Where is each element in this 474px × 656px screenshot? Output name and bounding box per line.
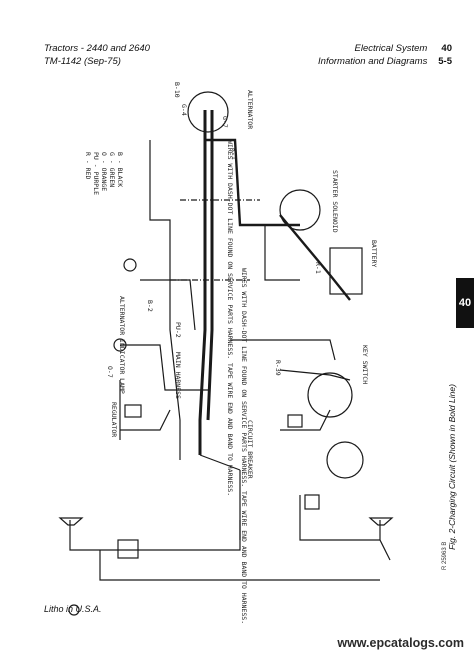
regulator-label: REGULATOR: [110, 402, 118, 437]
watermark: www.epcatalogs.com: [337, 636, 464, 650]
wire-label: B-10: [173, 82, 181, 98]
legend-item: G - GREEN: [108, 152, 116, 187]
light-switch-symbol: [326, 441, 364, 479]
ground-symbol: [68, 604, 80, 616]
wire-label: B-2: [146, 300, 154, 312]
note-upper-label: WIRES WITH DASH-DOT LINE FOUND ON SERVIC…: [226, 140, 234, 496]
header-right: Electrical System 40 Information and Dia…: [318, 42, 452, 68]
charging-wire-battery: [205, 138, 300, 227]
charging-wire-secondary: [206, 110, 214, 421]
doc-code: TM-1142 (Sep-75): [44, 56, 121, 67]
fuse-symbol: [304, 494, 320, 510]
left-lamp-connector: [117, 539, 139, 559]
alternator-symbol: [187, 91, 229, 133]
figure-caption: Fig. 2-Charging Circuit (Shown in Bold L…: [447, 384, 457, 550]
starter-solenoid-symbol: [279, 189, 321, 231]
section-tab: 40: [456, 278, 474, 328]
doc-title: Tractors - 2440 and 2640: [44, 43, 150, 54]
starter-solenoid-label: STARTER SOLENOID: [331, 170, 339, 233]
legend-item: B - BLACK: [116, 152, 124, 187]
wire-label: G-4: [180, 104, 188, 116]
battery-label: BATTERY: [370, 240, 378, 267]
charging-wire-main: [198, 110, 207, 455]
section-number: 40: [441, 43, 452, 54]
legend-item: O - ORANGE: [100, 152, 108, 191]
wire-label: R-39: [274, 360, 282, 376]
footer-litho: Litho in U.S.A.: [44, 604, 102, 614]
key-switch-label: KEY SWITCH: [361, 345, 369, 384]
circuit-breaker-label: CIRCUIT BREAKER: [246, 420, 254, 479]
regulator-symbol: [124, 404, 142, 418]
alternator-label: ALTERNATOR: [246, 90, 254, 129]
figure-reference: R 25963 B: [442, 541, 448, 570]
indicator-lamp-symbol: [113, 338, 127, 352]
battery-symbol: [329, 247, 363, 295]
circuit-breaker-symbol: [287, 414, 303, 428]
wire-label: PU-2: [174, 322, 182, 338]
main-harness-label: MAIN HARNESS: [174, 352, 182, 399]
header-left: Tractors - 2440 and 2640 TM-1142 (Sep-75…: [44, 42, 150, 68]
right-lamp-symbol: [368, 517, 394, 526]
color-legend: B - BLACK G - GREEN O - ORANGE PU - PURP…: [84, 152, 124, 195]
indicator-lamp-label: ALTERNATOR INDICATOR LAMP: [118, 296, 126, 394]
wire-label: O-7: [106, 366, 114, 378]
legend-item: PU - PURPLE: [92, 152, 100, 195]
key-switch-symbol: [307, 372, 353, 418]
connector-symbol: [123, 258, 137, 272]
section-title: Electrical System: [354, 43, 428, 54]
note-lower-label: WIRES WITH DASH-DOT LINE FOUND ON SERVIC…: [240, 268, 248, 624]
wire-label: R-1: [230, 148, 238, 160]
page-number: 5-5: [438, 56, 452, 67]
legend-item: R - RED: [84, 152, 92, 179]
wire-label: G-7: [221, 116, 229, 128]
section-subtitle: Information and Diagrams: [318, 56, 428, 67]
wire-label: R-1: [314, 262, 322, 274]
left-lamp-symbol: [58, 517, 84, 526]
